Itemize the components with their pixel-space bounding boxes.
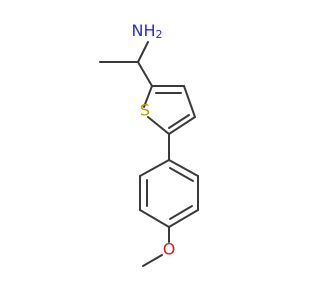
bond-c4-c5-double: [168, 114, 190, 129]
bond-c3-c4: [183, 85, 196, 118]
bond-ch-c2: [137, 61, 153, 87]
bond-ch-n: [137, 41, 149, 63]
bond-ph-3-4-double: [169, 205, 193, 220]
molecule-structure: NH2 S O: [99, 21, 199, 267]
amine-label: NH2: [132, 21, 163, 42]
amine-label-main: NH: [132, 21, 156, 40]
bond-o-methyl: [142, 254, 163, 267]
bond-s-c2: [143, 85, 153, 108]
bond-ph-3-4: [168, 209, 199, 228]
bond-ph-4-5: [139, 209, 170, 228]
bond-ph-1-2: [168, 159, 199, 177]
bond-ph-1-2-double: [169, 167, 194, 182]
amine-label-subscript: 2: [156, 28, 163, 41]
sulfur-label: S: [140, 101, 150, 120]
bond-ph-6-1: [139, 159, 170, 177]
bond-c4-c5: [168, 116, 196, 135]
oxygen-label: O: [163, 240, 176, 259]
bond-c5-s: [147, 116, 170, 135]
